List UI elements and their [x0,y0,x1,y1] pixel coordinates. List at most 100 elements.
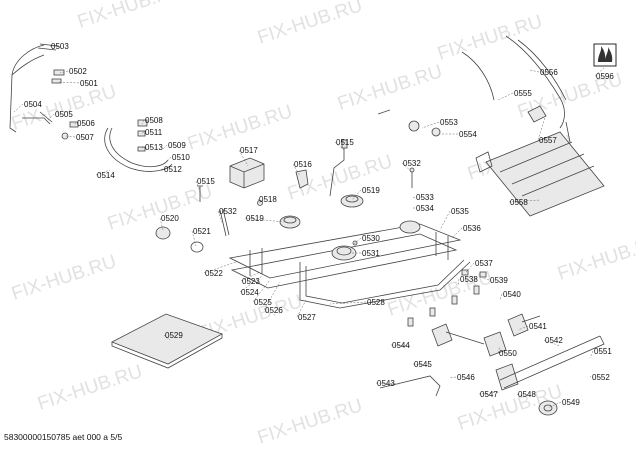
grill-0558-ribs [499,141,595,197]
part-label[interactable]: 0541 [529,322,547,331]
part-label[interactable]: 0540 [503,290,521,299]
part-label[interactable]: 0558 [510,198,528,207]
part-label[interactable]: 0532 [219,207,237,216]
watermark-text: FIX-HUB.RU [555,231,636,285]
part-label[interactable]: 0533 [416,193,434,202]
leader-line [165,156,172,163]
pin-0532a [219,208,230,237]
leader-line [159,168,164,171]
part-label[interactable]: 0512 [164,165,182,174]
part-label[interactable]: 0534 [416,204,434,213]
manifold-0542 [499,335,605,389]
part-label[interactable]: 0544 [392,341,410,350]
part-label[interactable]: 0515 [197,177,215,186]
part-label[interactable]: 0522 [205,269,223,278]
knob-0520 [155,226,171,240]
part-label[interactable]: 0517 [240,146,258,155]
leader-line [537,113,547,141]
part-label[interactable]: 0527 [298,313,316,322]
part-label[interactable]: 0552 [592,373,610,382]
part-label[interactable]: 0548 [518,390,536,399]
part-label[interactable]: 0531 [362,249,380,258]
part-label[interactable]: 0526 [265,306,283,315]
part-label[interactable]: 0507 [76,133,94,142]
part-label[interactable]: 0501 [80,79,98,88]
rail-bracket-left [249,248,263,276]
burner-rail-mid [230,233,458,289]
part-label[interactable]: 0551 [594,347,612,356]
pipe-0543 [379,375,441,397]
part-label[interactable]: 0509 [168,141,186,150]
part-label[interactable]: 0550 [499,349,517,358]
leader-line [161,144,168,151]
leader-lines [13,45,605,409]
part-label[interactable]: 0539 [490,276,508,285]
part-label[interactable]: 0524 [241,288,259,297]
part-label[interactable]: 0556 [540,68,558,77]
leader-line [529,69,540,73]
part-label[interactable]: 0503 [51,42,69,51]
part-label[interactable]: 0510 [172,153,190,162]
part-label[interactable]: 0554 [459,130,477,139]
knob-0549-inner [543,404,553,412]
part-label[interactable]: 0519 [362,186,380,195]
watermark-text: FIX-HUB.RU [255,0,365,49]
leader-line [547,401,562,409]
part-labels: 0503 0502 0501 0504 0505 0506 0507 0508 0511 0513… [24,42,614,407]
part-label[interactable]: 0516 [294,160,312,169]
part-label[interactable]: 0547 [480,390,498,399]
leader-line [329,301,367,305]
leader-line [217,210,223,223]
part-label[interactable]: 0502 [69,67,87,76]
leader-line [238,149,249,167]
part-label[interactable]: 0523 [242,277,260,286]
leader-line [59,70,69,74]
part-0502-shape [53,69,65,76]
part-label[interactable]: 0596 [596,72,614,81]
part-label[interactable]: 0530 [362,234,380,243]
part-label[interactable]: 0504 [24,100,42,109]
part-label[interactable]: 0532 [403,159,421,168]
part-label[interactable]: 0546 [457,373,475,382]
part-label[interactable]: 0538 [460,275,478,284]
part-label[interactable]: 0514 [97,171,115,180]
part-label[interactable]: 0513 [145,143,163,152]
part-label[interactable]: 0542 [545,336,563,345]
burner-0519-top-inner [345,195,359,203]
part-label[interactable]: 0555 [514,89,532,98]
fitting-row-lower [407,269,487,327]
part-label[interactable]: 0549 [562,398,580,407]
part-label[interactable]: 0520 [161,214,179,223]
part-label[interactable]: 0521 [193,227,211,236]
part-label[interactable]: 0519 [246,214,264,223]
leader-line [73,122,77,126]
part-label[interactable]: 0525 [254,298,272,307]
leader-line [263,281,281,311]
part-label[interactable]: 0508 [145,116,163,125]
part-label[interactable]: 0536 [463,224,481,233]
part-label[interactable]: 0529 [165,331,183,340]
box-0517-edges [229,163,265,188]
part-label[interactable]: 0506 [77,119,95,128]
part-label[interactable]: 0511 [145,128,163,137]
part-label[interactable]: 0545 [414,360,432,369]
leader-line [390,344,411,347]
part-label[interactable]: 0505 [55,110,73,119]
frame-0528 [299,261,471,309]
leader-line [95,169,111,176]
part-label[interactable]: 0535 [451,207,469,216]
part-label[interactable]: 0543 [377,379,395,388]
part-0505-shape [22,111,53,125]
flame-icon-glyph [598,46,613,62]
curved-handle-0514 [104,127,173,172]
part-label[interactable]: 0515 [336,138,354,147]
leader-line [449,376,457,379]
part-label[interactable]: 0557 [539,136,557,145]
cable-0555-a [461,51,495,101]
part-label[interactable]: 0518 [259,195,277,204]
part-label[interactable]: 0537 [475,259,493,268]
leader-line [292,163,301,177]
part-label[interactable]: 0553 [440,118,458,127]
leader-line [497,92,514,101]
part-label[interactable]: 0528 [367,298,385,307]
